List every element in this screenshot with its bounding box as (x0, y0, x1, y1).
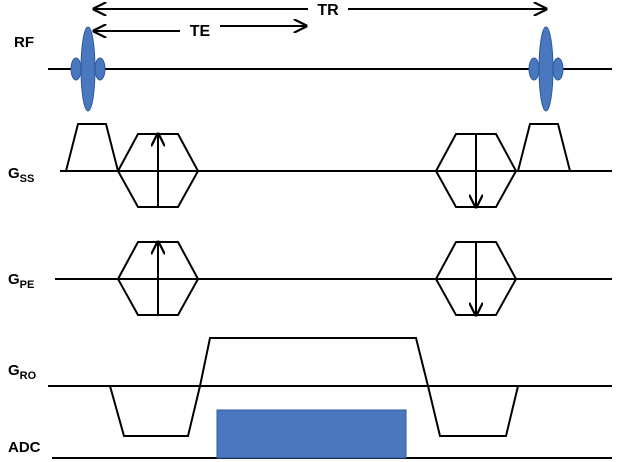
gss-label: GSS (8, 165, 34, 185)
te-label: TE (190, 23, 211, 40)
gss-next-slice-lobe (517, 123, 571, 172)
adc-label: ADC (8, 439, 41, 456)
gpe-encode-lobe (116, 241, 200, 316)
rf-pulse-excitation (70, 26, 106, 112)
tr-label: TR (317, 2, 339, 19)
tr-interval: TR (94, 2, 546, 19)
gss-spoiler-lobe (434, 133, 518, 208)
gro-label: GRO (8, 362, 37, 382)
gpe-label: GPE (8, 271, 34, 291)
gro-readout-waveform (109, 337, 519, 437)
adc-sampling-window (216, 409, 407, 459)
te-interval: TE (94, 23, 306, 40)
gss-slice-select-lobe (65, 123, 119, 172)
rf-pulse-next (528, 26, 564, 112)
gss-rephase-lobe (116, 133, 200, 208)
rf-label: RF (14, 34, 34, 51)
gpe-rewind-lobe (434, 241, 518, 316)
